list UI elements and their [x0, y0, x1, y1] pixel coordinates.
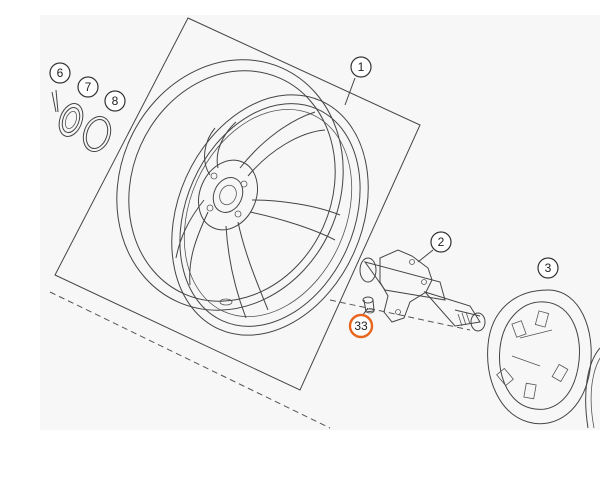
- wheel-axis-dashed-line-2: [329, 299, 471, 331]
- wheel-group-frame: [54, 17, 421, 391]
- callout-33-label: 33: [354, 319, 368, 333]
- leader-2: [417, 249, 434, 263]
- part-2-hub-axle: [359, 249, 486, 332]
- callout-2-label: 2: [438, 235, 445, 249]
- callout-8-label: 8: [112, 94, 119, 108]
- diagram-panel: [40, 15, 600, 430]
- callout-2: 2: [430, 231, 452, 253]
- callout-3: 3: [537, 257, 559, 279]
- callout-8: 8: [104, 90, 126, 112]
- callout-6-label: 6: [57, 66, 64, 80]
- callout-3-label: 3: [545, 261, 552, 275]
- callout-1-label: 1: [358, 60, 365, 74]
- part-7-bearing: [58, 103, 84, 137]
- wheel-axis-dashed-line: [49, 291, 331, 429]
- abs-ring: [585, 347, 600, 429]
- wheel-rim: [116, 59, 369, 336]
- callout-7: 7: [77, 76, 99, 98]
- callout-33[interactable]: 33: [348, 313, 374, 339]
- part-3-brake-disc: [487, 289, 592, 425]
- callout-7-label: 7: [85, 80, 92, 94]
- part-8-seal-ring: [82, 116, 112, 152]
- callout-1: 1: [350, 56, 372, 78]
- callout-6: 6: [49, 62, 71, 84]
- leader-1: [344, 77, 356, 106]
- part-6-spacer: [51, 89, 59, 113]
